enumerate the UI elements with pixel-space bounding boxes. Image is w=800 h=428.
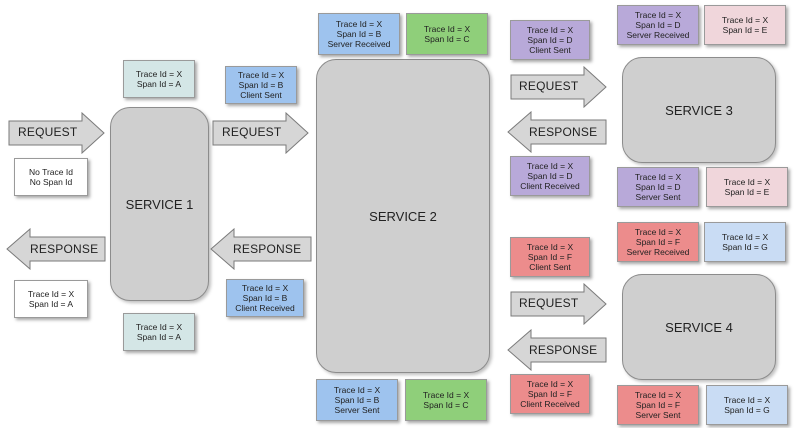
request-arrow-3 xyxy=(510,66,607,108)
trace-note-n1: Trace Id = X Span Id = A xyxy=(123,60,195,98)
response-label-4: RESPONSE xyxy=(529,343,598,357)
request-label-1: REQUEST xyxy=(18,125,78,139)
service-2-box: SERVICE 2 xyxy=(316,59,490,373)
trace-note-n7: Trace Id = X Span Id = B Server Received xyxy=(318,13,400,55)
service-4-box: SERVICE 4 xyxy=(622,274,776,380)
request-arrow-2 xyxy=(212,112,309,154)
trace-note-n20: Trace Id = X Span Id = G xyxy=(704,222,786,262)
trace-note-n18: Trace Id = X Span Id = F Client Received xyxy=(510,374,590,414)
trace-note-n11: Trace Id = X Span Id = D Client Sent xyxy=(510,20,590,60)
request-label-4: REQUEST xyxy=(519,296,579,310)
trace-note-n3: Trace Id = X Span Id = A xyxy=(14,280,88,318)
request-label-3: REQUEST xyxy=(519,79,579,93)
response-arrow-3 xyxy=(507,111,607,153)
response-label-3: RESPONSE xyxy=(529,125,598,139)
response-arrow-2 xyxy=(210,228,312,270)
service-4-label: SERVICE 4 xyxy=(665,319,733,335)
response-arrow-1 xyxy=(6,228,106,270)
trace-note-n12: Trace Id = X Span Id = D Client Received xyxy=(510,156,590,196)
trace-note-n4: Trace Id = X Span Id = A xyxy=(123,313,195,351)
service-2-label: SERVICE 2 xyxy=(369,208,437,224)
trace-note-n17: Trace Id = X Span Id = F Client Sent xyxy=(510,237,590,277)
trace-note-n5: Trace Id = X Span Id = B Client Sent xyxy=(225,66,297,104)
trace-note-n9: Trace Id = X Span Id = B Server Sent xyxy=(316,379,398,421)
response-label-1: RESPONSE xyxy=(30,242,99,256)
trace-note-n21: Trace Id = X Span Id = F Server Sent xyxy=(617,385,699,425)
trace-note-n16: Trace Id = X Span Id = E xyxy=(706,167,788,207)
trace-note-n19: Trace Id = X Span Id = F Server Received xyxy=(617,222,699,262)
response-arrow-4 xyxy=(507,329,607,371)
request-arrow-1 xyxy=(8,112,105,154)
trace-note-n6: Trace Id = X Span Id = B Client Received xyxy=(226,279,304,317)
request-arrow-4 xyxy=(510,283,607,325)
service-1-label: SERVICE 1 xyxy=(125,196,194,212)
response-label-2: RESPONSE xyxy=(233,242,302,256)
trace-note-n15: Trace Id = X Span Id = D Server Sent xyxy=(617,167,699,207)
trace-note-n22: Trace Id = X Span Id = G xyxy=(706,385,788,425)
trace-note-n13: Trace Id = X Span Id = D Server Received xyxy=(617,5,699,45)
service-1-box: SERVICE 1 xyxy=(110,107,209,301)
request-label-2: REQUEST xyxy=(222,125,282,139)
service-3-box: SERVICE 3 xyxy=(622,57,776,163)
trace-note-n10: Trace Id = X Span Id = C xyxy=(405,379,487,421)
trace-note-n2: No Trace Id No Span Id xyxy=(14,158,88,196)
trace-note-n8: Trace Id = X Span Id = C xyxy=(406,13,488,55)
trace-note-n14: Trace Id = X Span Id = E xyxy=(704,5,786,45)
service-3-label: SERVICE 3 xyxy=(665,102,733,118)
